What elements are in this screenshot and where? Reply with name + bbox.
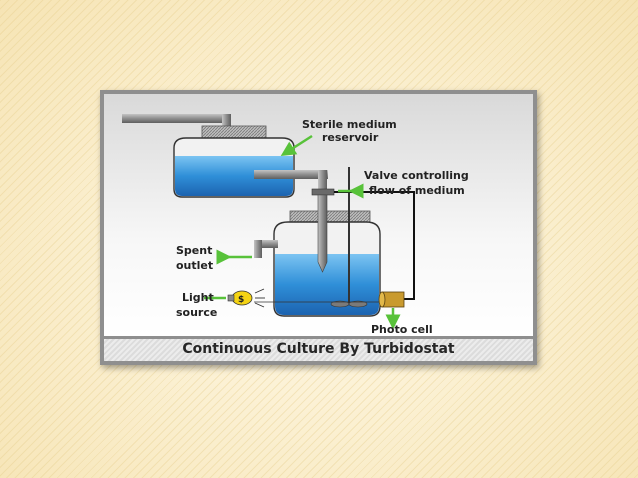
reservoir-cap <box>201 125 267 139</box>
pointer-arrows <box>204 134 401 330</box>
label-valve-1: Valve controlling <box>364 169 469 182</box>
label-spent-2: outlet <box>176 259 213 272</box>
valve <box>311 188 335 196</box>
label-photo-cell: Photo cell <box>371 323 433 336</box>
svg-text:$: $ <box>238 295 244 305</box>
label-reservoir-1: Sterile medium <box>302 118 397 131</box>
label-valve-2: flow of medium <box>369 184 465 197</box>
turbidostat-diagram: $ Sterile medium reservoir Valve control… <box>122 114 469 336</box>
spent-outlet-pipe <box>254 240 278 258</box>
diagram-panel: $ Sterile medium reservoir Valve control… <box>104 94 533 336</box>
photo-cell <box>378 291 405 308</box>
control-wire <box>334 191 415 300</box>
diagram-caption: Continuous Culture By Turbidostat <box>182 341 455 357</box>
culture-vessel <box>273 221 381 317</box>
light-bulb-icon: $ <box>227 288 265 308</box>
label-light-1: Light <box>182 291 214 304</box>
culture-vessel-cap <box>289 210 371 224</box>
reservoir-bottle <box>173 137 295 198</box>
arrow-reservoir <box>280 134 313 157</box>
label-light-2: source <box>176 306 217 319</box>
label-reservoir-2: reservoir <box>322 131 379 144</box>
reservoir-inlet-pipe <box>122 114 231 130</box>
feed-needle <box>317 194 328 273</box>
label-spent-1: Spent <box>176 244 212 257</box>
slide-frame: $ Sterile medium reservoir Valve control… <box>100 90 537 365</box>
medium-feed-pipe <box>254 170 328 204</box>
caption-bar: Continuous Culture By Turbidostat <box>104 339 533 361</box>
